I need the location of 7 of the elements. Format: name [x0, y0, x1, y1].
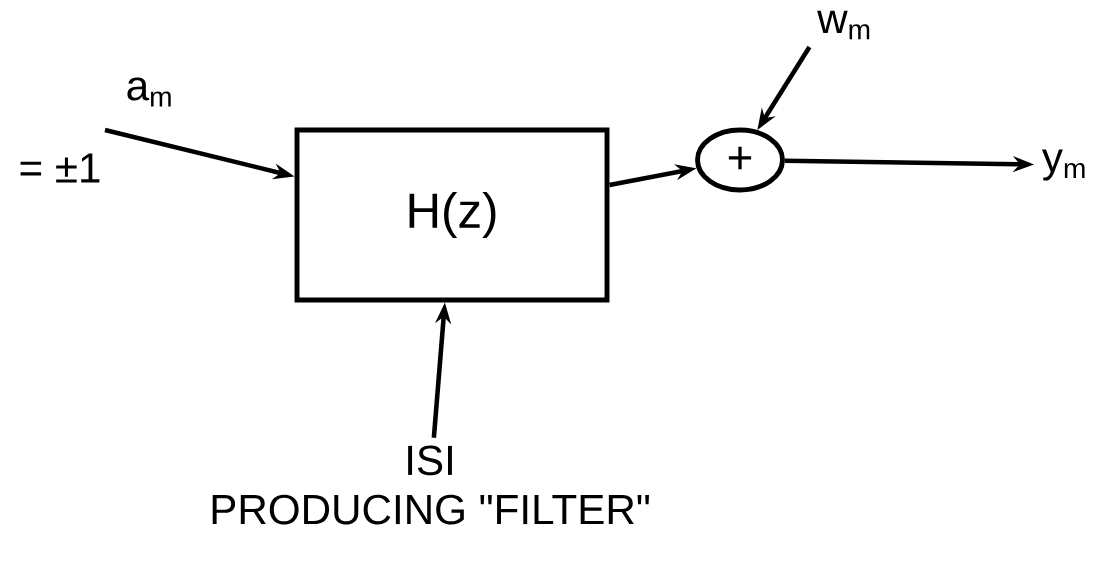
- summing-junction: +: [695, 127, 785, 193]
- filter-block: H(z): [294, 127, 610, 303]
- signal-label: y$_{m}$: [1042, 149, 1085, 181]
- edge-label: a$_{m}$: [127, 77, 171, 107]
- signal-label: = ±1: [20, 153, 100, 183]
- signal-label: ISI PRODUCING "FILTER": [212, 445, 649, 525]
- signal-label: w$_{m}$: [817, 10, 870, 40]
